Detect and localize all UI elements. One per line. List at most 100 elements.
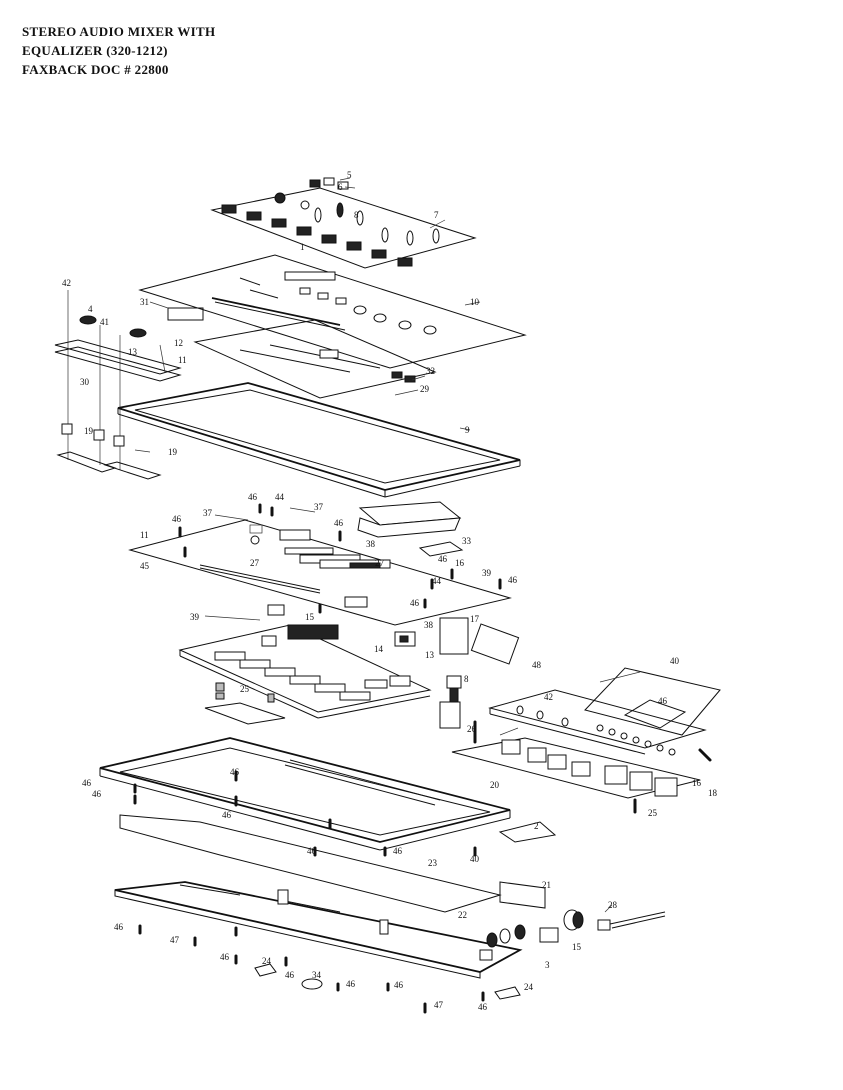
callout-13: 13	[128, 347, 138, 357]
callout-1: 1	[300, 242, 305, 252]
callout-16: 16	[455, 558, 465, 568]
bottom-housing	[114, 881, 523, 1014]
callout-46-d: 46	[438, 554, 448, 564]
bottom-frame	[99, 737, 557, 857]
callout-20: 20	[490, 780, 500, 790]
callout-46-s: 46	[478, 1002, 488, 1012]
callout-25b: 25	[648, 808, 658, 818]
callout-13b: 13	[425, 650, 435, 660]
callout-46-j: 46	[230, 767, 240, 777]
callout-42b: 42	[544, 692, 553, 702]
callout-44-b: 44	[432, 576, 442, 586]
callout-5: 5	[347, 170, 352, 180]
callout-48: 48	[532, 660, 542, 670]
callout-46-o: 46	[220, 952, 230, 962]
callout-19b: 19	[168, 447, 178, 457]
callout-46-k: 46	[222, 810, 232, 820]
callout-33: 33	[462, 536, 472, 546]
title-line-1: STEREO AUDIO MIXER WITH	[22, 24, 216, 39]
insulation-sheet	[119, 814, 546, 913]
callout-6: 6	[338, 182, 343, 192]
callout-30: 30	[80, 377, 90, 387]
callout-29: 29	[420, 384, 430, 394]
callout-37b: 37	[314, 502, 324, 512]
callout-46-q: 46	[346, 979, 356, 989]
callout-11b: 11	[140, 530, 149, 540]
callout-37a: 37	[203, 508, 213, 518]
callout-46-h: 46	[82, 778, 92, 788]
callout-46-g: 46	[658, 696, 668, 706]
callout-38b: 38	[424, 620, 434, 630]
callout-15b: 15	[572, 942, 582, 952]
callout-8b: 8	[464, 674, 469, 684]
title-line-3: FAXBACK DOC # 22800	[22, 62, 169, 77]
callout-28: 28	[608, 900, 618, 910]
callout-21: 21	[542, 880, 551, 890]
callout-3: 3	[545, 960, 550, 970]
callout-14: 14	[374, 644, 384, 654]
callout-11: 11	[178, 355, 187, 365]
control-pcb	[178, 604, 432, 719]
jack-pcb	[451, 727, 712, 814]
callout-46-c: 46	[334, 518, 344, 528]
callout-46-l: 46	[307, 846, 317, 856]
callout-12: 12	[174, 338, 183, 348]
callout-47b: 47	[434, 1000, 444, 1010]
callout-9: 9	[465, 425, 470, 435]
callout-22: 22	[458, 910, 467, 920]
callout-labels: 5 6 7 8 1 10 31 42 4 41 12 11 13 30 32 2…	[62, 170, 718, 1012]
callout-41: 41	[100, 317, 109, 327]
callout-46-r: 46	[394, 980, 404, 990]
callout-27b: 27	[375, 558, 385, 568]
callout-24b: 24	[524, 982, 534, 992]
power-jack-assembly	[486, 904, 666, 948]
callout-46-p: 46	[285, 970, 295, 980]
callout-46-i: 46	[92, 789, 102, 799]
callout-39a: 39	[482, 568, 492, 578]
callout-25a: 25	[240, 684, 250, 694]
callout-17: 17	[470, 614, 480, 624]
callout-40b: 40	[470, 854, 480, 864]
callout-31: 31	[140, 297, 149, 307]
callout-38a: 38	[366, 539, 376, 549]
callout-32: 32	[426, 366, 435, 376]
callout-40: 40	[670, 656, 680, 666]
callout-2: 2	[534, 821, 539, 831]
title-line-2: EQUALIZER (320-1212)	[22, 43, 168, 58]
callout-42: 42	[62, 278, 71, 288]
callout-19a: 19	[84, 426, 94, 436]
callout-10: 10	[470, 297, 480, 307]
callout-46-n: 46	[114, 922, 124, 932]
rear-jack-panel	[488, 667, 721, 756]
callout-44-a: 44	[275, 492, 285, 502]
left-bracket-assembly	[54, 290, 182, 480]
callout-18: 18	[708, 788, 718, 798]
main-chassis-plate	[128, 501, 512, 626]
callout-27a: 27	[250, 558, 260, 568]
callout-46-m: 46	[393, 846, 403, 856]
bezel-frame	[117, 382, 521, 498]
small-parts	[204, 617, 520, 744]
callout-46-a: 46	[248, 492, 258, 502]
callout-39b: 39	[190, 612, 200, 622]
callout-8: 8	[354, 210, 359, 220]
chassis-screws	[178, 503, 502, 614]
callout-45: 45	[140, 561, 150, 571]
callout-46-e: 46	[508, 575, 518, 585]
callout-34: 34	[312, 970, 322, 980]
callout-26: 26	[467, 724, 477, 734]
display-panel	[193, 319, 437, 399]
callout-7: 7	[434, 210, 439, 220]
callout-16b: 16	[692, 778, 702, 788]
callout-24a: 24	[262, 956, 272, 966]
callout-4: 4	[88, 304, 93, 314]
document-title: STEREO AUDIO MIXER WITH EQUALIZER (320-1…	[22, 22, 215, 79]
callout-15a: 15	[305, 612, 315, 622]
knob-cap-strip	[210, 177, 477, 269]
callout-46-f: 46	[410, 598, 420, 608]
callout-23: 23	[428, 858, 438, 868]
top-faceplate	[138, 254, 527, 369]
callout-46-b: 46	[172, 514, 182, 524]
callout-47a: 47	[170, 935, 180, 945]
